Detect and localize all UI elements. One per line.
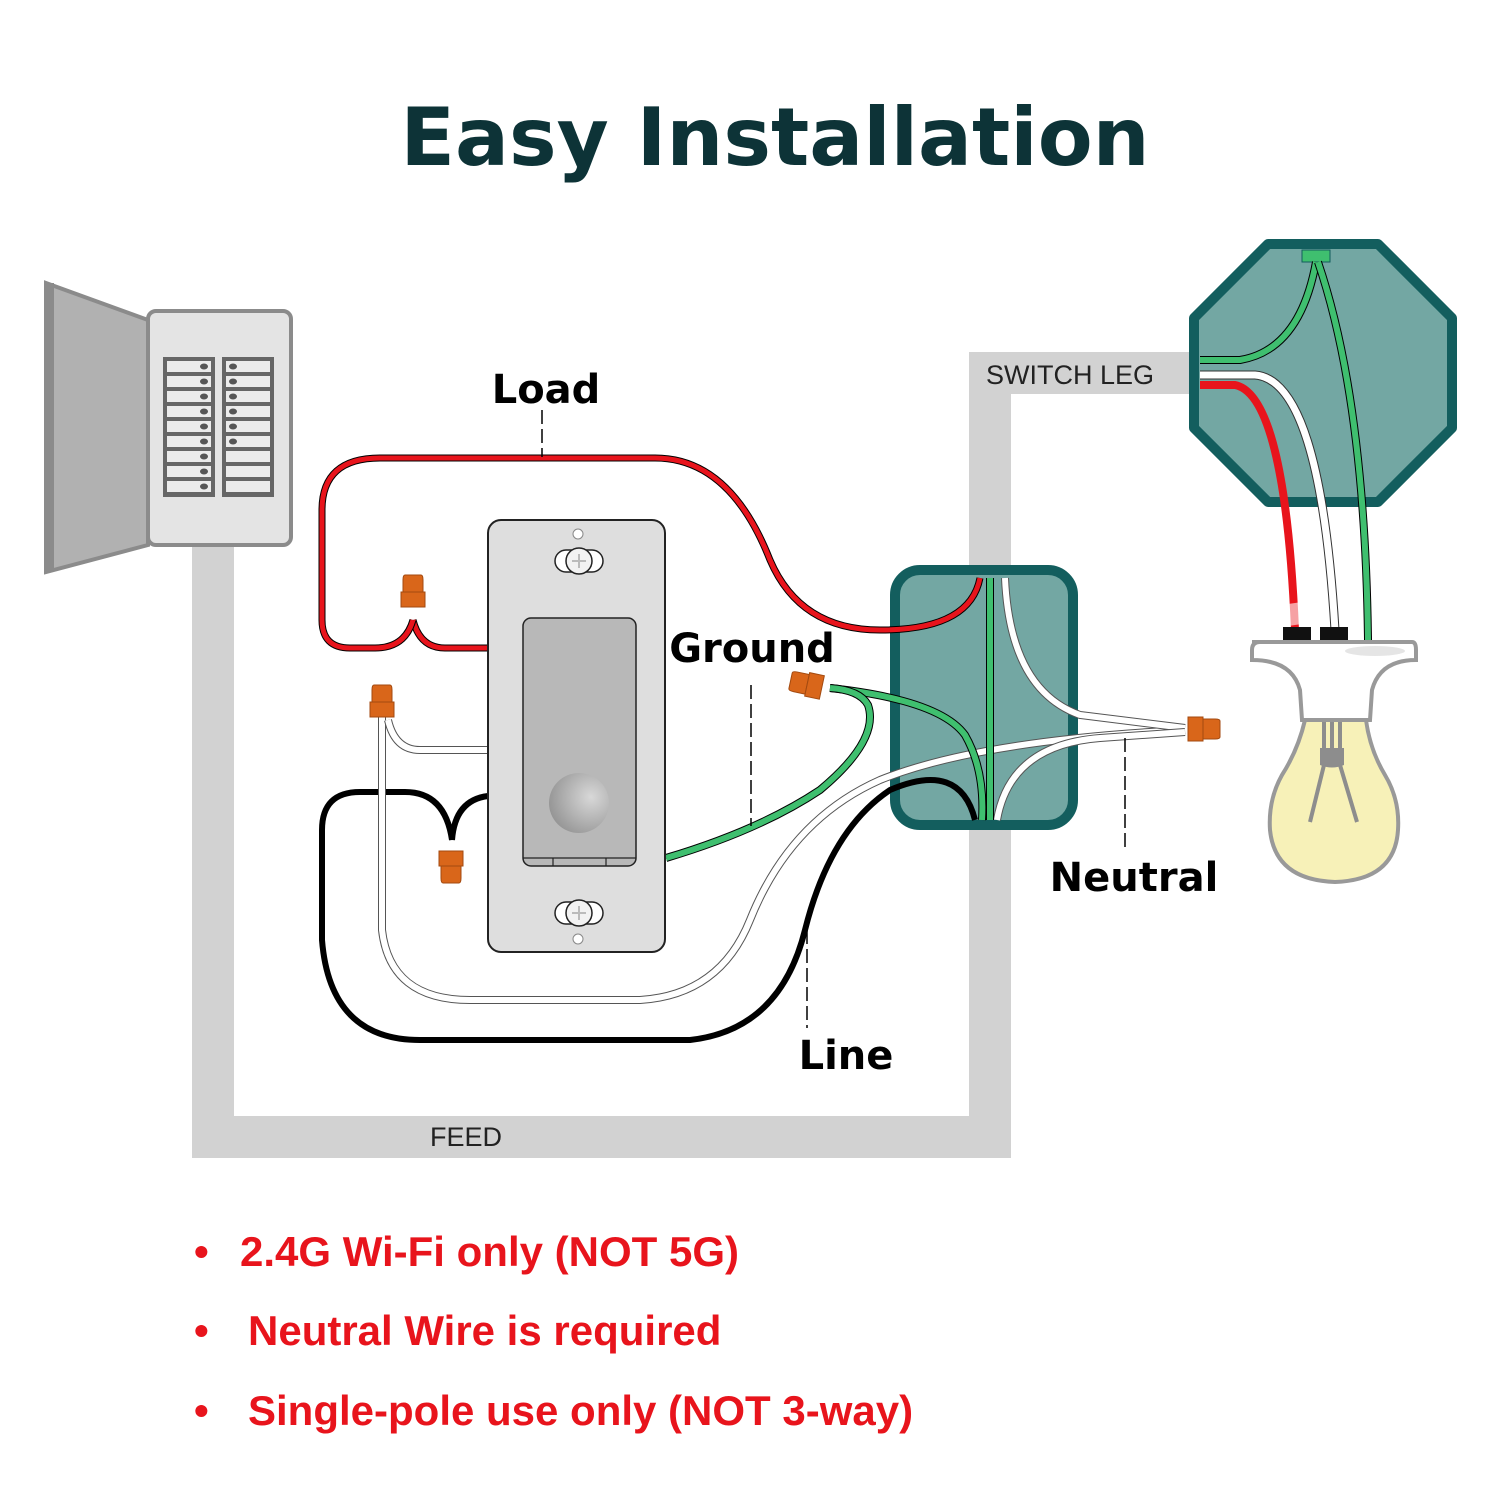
breaker <box>167 376 211 387</box>
screw-top <box>554 547 604 575</box>
bullet: • <box>194 1387 209 1434</box>
breaker-toggle <box>229 438 237 445</box>
breaker <box>167 406 211 417</box>
requirements-list: • 2.4G Wi-Fi only (NOT 5G) • Neutral Wir… <box>194 1228 913 1434</box>
note-item: • Neutral Wire is required <box>194 1307 721 1354</box>
bullet: • <box>194 1228 209 1275</box>
breaker-toggle <box>200 423 208 430</box>
conduit-feed <box>192 352 1200 1158</box>
bullet: • <box>194 1307 209 1354</box>
breaker <box>167 436 211 447</box>
load-wire <box>318 454 984 652</box>
line-wire <box>319 777 978 1043</box>
breaker <box>167 481 211 492</box>
light-bulb <box>1250 600 1418 885</box>
breaker-toggle <box>200 363 208 370</box>
switch-button <box>549 773 609 833</box>
smart-switch <box>487 519 666 953</box>
wire-nut-ground <box>788 671 825 700</box>
breaker-toggle <box>200 468 208 475</box>
breaker-toggle <box>200 408 208 415</box>
breaker <box>226 361 270 372</box>
breaker-panel <box>44 280 293 575</box>
neutral-wire <box>378 577 1186 1004</box>
breaker <box>226 466 270 477</box>
breaker <box>167 466 211 477</box>
switch-leg-label: SWITCH LEG <box>986 360 1154 390</box>
breaker <box>226 421 270 432</box>
breaker <box>226 376 270 387</box>
note-item: • 2.4G Wi-Fi only (NOT 5G) <box>194 1228 739 1275</box>
feed-label: FEED <box>430 1122 502 1152</box>
load-label: Load <box>492 367 601 413</box>
wire-nut-neutral-switch <box>369 684 395 718</box>
breaker-array <box>163 357 274 497</box>
ground-label: Ground <box>669 626 835 672</box>
breaker-toggle <box>229 393 237 400</box>
breaker-toggle <box>200 483 208 490</box>
breaker <box>167 391 211 402</box>
neutral-label: Neutral <box>1050 855 1219 901</box>
note-text: Neutral Wire is required <box>248 1307 721 1354</box>
breaker <box>167 451 211 462</box>
note-item: • Single-pole use only (NOT 3-way) <box>194 1387 913 1434</box>
breaker-toggle <box>200 393 208 400</box>
ground-wire <box>664 578 994 862</box>
note-text: Single-pole use only (NOT 3-way) <box>248 1387 913 1434</box>
breaker-toggle <box>200 378 208 385</box>
wire-nut-neutral <box>1187 716 1221 742</box>
breaker-toggle <box>200 453 208 460</box>
breaker <box>226 481 270 492</box>
screw-bottom <box>554 899 604 927</box>
page-title: Easy Installation <box>400 91 1149 184</box>
wire-nut-line <box>438 850 464 884</box>
breaker-toggle <box>229 423 237 430</box>
breaker <box>226 391 270 402</box>
breaker-toggle <box>229 408 237 415</box>
line-label: Line <box>799 1033 894 1079</box>
breaker-toggle <box>200 438 208 445</box>
breaker <box>226 451 270 462</box>
breaker <box>167 361 211 372</box>
breaker <box>167 421 211 432</box>
note-text: 2.4G Wi-Fi only (NOT 5G) <box>240 1228 739 1275</box>
breaker <box>226 436 270 447</box>
breaker-toggle <box>229 363 237 370</box>
breaker-toggle <box>229 378 237 385</box>
wire-nut-load <box>400 574 426 608</box>
breaker <box>226 406 270 417</box>
ceiling-box <box>1189 239 1457 641</box>
